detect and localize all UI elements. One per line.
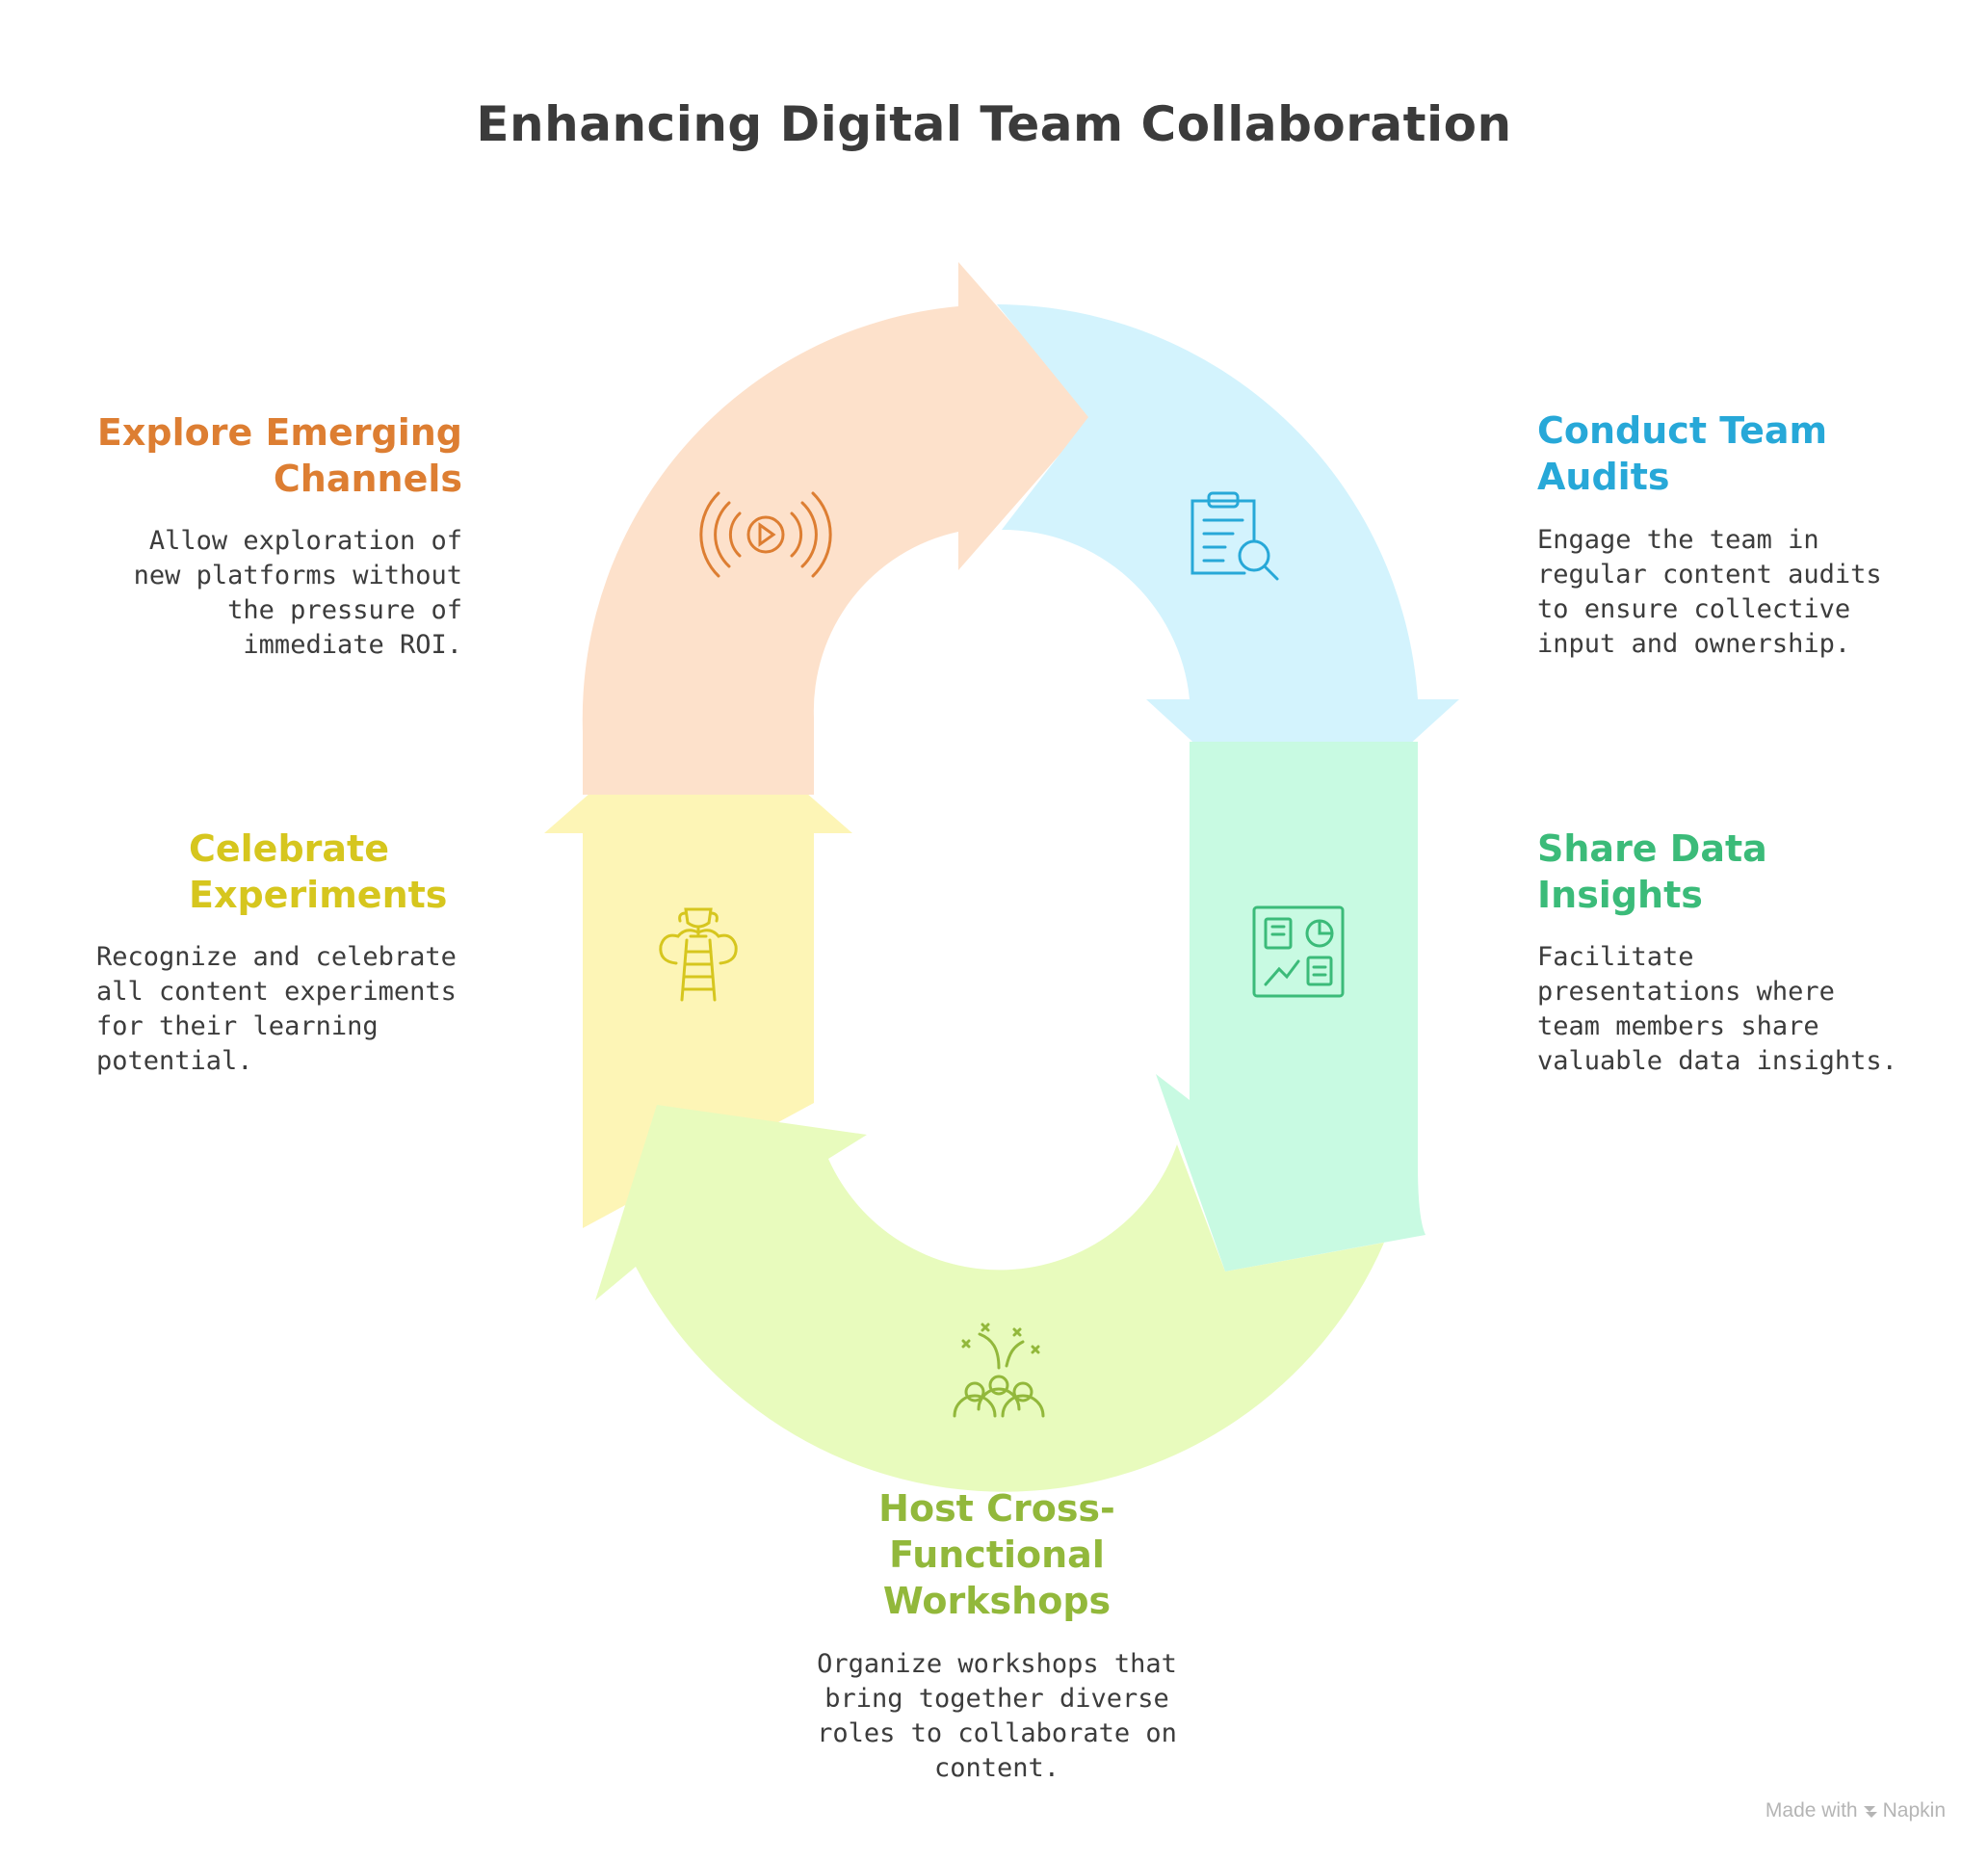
- watermark-prefix: Made with: [1765, 1799, 1858, 1822]
- step-heading-workshops: Host Cross-Functional Workshops: [878, 1487, 1115, 1622]
- team-celebration-icon: [953, 1323, 1045, 1418]
- dashboard-icon: [1252, 905, 1345, 998]
- watermark-brand: Napkin: [1882, 1799, 1946, 1822]
- step-description-explore: Allow exploration of new platforms witho…: [133, 526, 462, 660]
- trophy-ladder-icon: [659, 907, 738, 1002]
- diagram-title: Enhancing Digital Team Collaboration: [476, 96, 1512, 152]
- napkin-logo-icon: [1863, 1806, 1877, 1818]
- clipboard-search-icon: [1190, 491, 1279, 581]
- napkin-watermark[interactable]: Made with Napkin: [1766, 1799, 1946, 1822]
- step-description-insights: Facilitate presentations where team memb…: [1537, 942, 1897, 1076]
- arrow-host-workshops: [595, 1105, 1384, 1492]
- arrow-explore-channels: [582, 262, 1093, 795]
- step-description-workshops: Organize workshops that bring together d…: [817, 1649, 1177, 1783]
- step-heading-explore: Explore Emerging Channels: [96, 411, 462, 500]
- arrow-share-insights: [1156, 742, 1426, 1271]
- step-heading-insights: Share Data Insights: [1537, 827, 1767, 916]
- step-heading-celebrate: Celebrate Experiments: [189, 827, 448, 916]
- step-heading-audits: Conduct Team Audits: [1537, 409, 1828, 498]
- step-description-celebrate: Recognize and celebrate all content expe…: [96, 942, 457, 1076]
- broadcast-play-icon: [699, 491, 832, 578]
- step-description-audits: Engage the team in regular content audit…: [1537, 525, 1882, 659]
